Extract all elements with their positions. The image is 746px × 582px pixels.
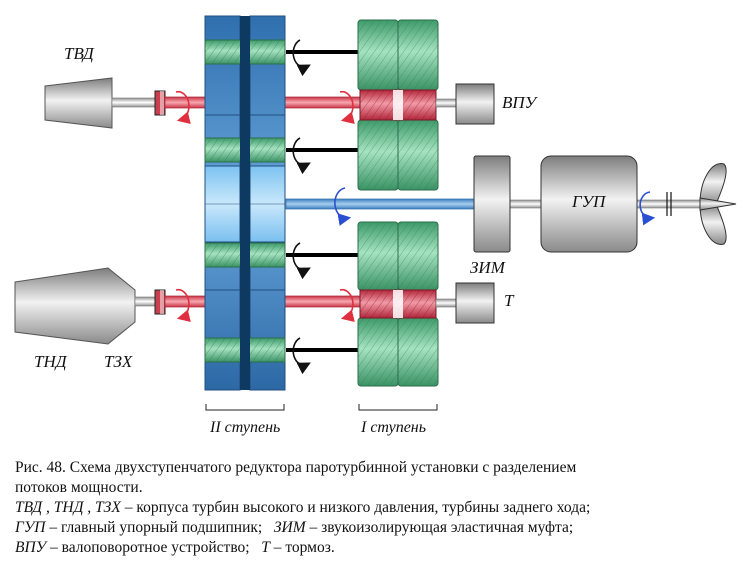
turning-gear-box bbox=[455, 83, 495, 125]
caption-term-t: Т bbox=[261, 539, 270, 556]
caption-text-zim: – звукоизолирующая эластичная муфта; bbox=[305, 519, 574, 536]
gearbox-schematic bbox=[14, 15, 737, 411]
caption-term-zim: ЗИМ bbox=[273, 519, 306, 536]
caption-legend-line2: ГУП – главный упорный подшипник; ЗИМ – з… bbox=[15, 518, 735, 538]
caption-term-gup: ГУП bbox=[15, 519, 46, 536]
stage-brackets bbox=[205, 404, 438, 411]
lp-coupling bbox=[154, 289, 166, 315]
caption-text-turbines: – корпуса турбин высокого и низкого давл… bbox=[120, 499, 591, 516]
figure-caption: Рис. 48. Схема двухступенчатого редуктор… bbox=[15, 458, 735, 558]
thrust-bearing-housing bbox=[540, 155, 638, 253]
caption-title-line2: потоков мощности. bbox=[15, 479, 143, 496]
caption-text-t: – тормоз. bbox=[269, 539, 335, 556]
label-tvd: ТВД bbox=[64, 44, 94, 63]
caption-title-line1: Рис. 48. Схема двухступенчатого редуктор… bbox=[15, 459, 577, 476]
label-tzh: ТЗХ bbox=[104, 352, 133, 371]
hp-turbine-casing bbox=[44, 77, 157, 129]
caption-text-vpu: – валоповоротное устройство; bbox=[46, 539, 262, 556]
label-gup: ГУП bbox=[572, 192, 606, 211]
intermediate-shafts bbox=[286, 50, 360, 352]
brake-box bbox=[455, 282, 495, 324]
caption-legend-line1: ТВД , ТНД , ТЗХ – корпуса турбин высоког… bbox=[15, 498, 735, 518]
label-t: Т bbox=[504, 291, 514, 310]
rotation-arrows bbox=[175, 39, 656, 375]
caption-text-gup: – главный упорный подшипник; bbox=[45, 519, 274, 536]
hp-coupling bbox=[154, 90, 166, 116]
label-stage1: I ступень bbox=[361, 419, 427, 436]
propeller-icon bbox=[666, 163, 737, 245]
caption-terms-turbines: ТВД , ТНД , ТЗХ bbox=[15, 499, 121, 516]
label-vpu: ВПУ bbox=[502, 93, 537, 112]
stage2-gear-wheels bbox=[204, 15, 286, 391]
output-blue-shaft bbox=[285, 198, 477, 210]
label-zim: ЗИМ bbox=[470, 258, 505, 277]
lp-turbine-casing bbox=[14, 267, 156, 345]
caption-legend-line3: ВПУ – валоповоротное устройство; Т – тор… bbox=[15, 538, 735, 558]
label-tnd: ТНД bbox=[34, 352, 67, 371]
caption-term-vpu: ВПУ bbox=[15, 539, 47, 556]
label-stage2: II ступень bbox=[210, 419, 281, 436]
elastic-coupling bbox=[473, 155, 511, 253]
